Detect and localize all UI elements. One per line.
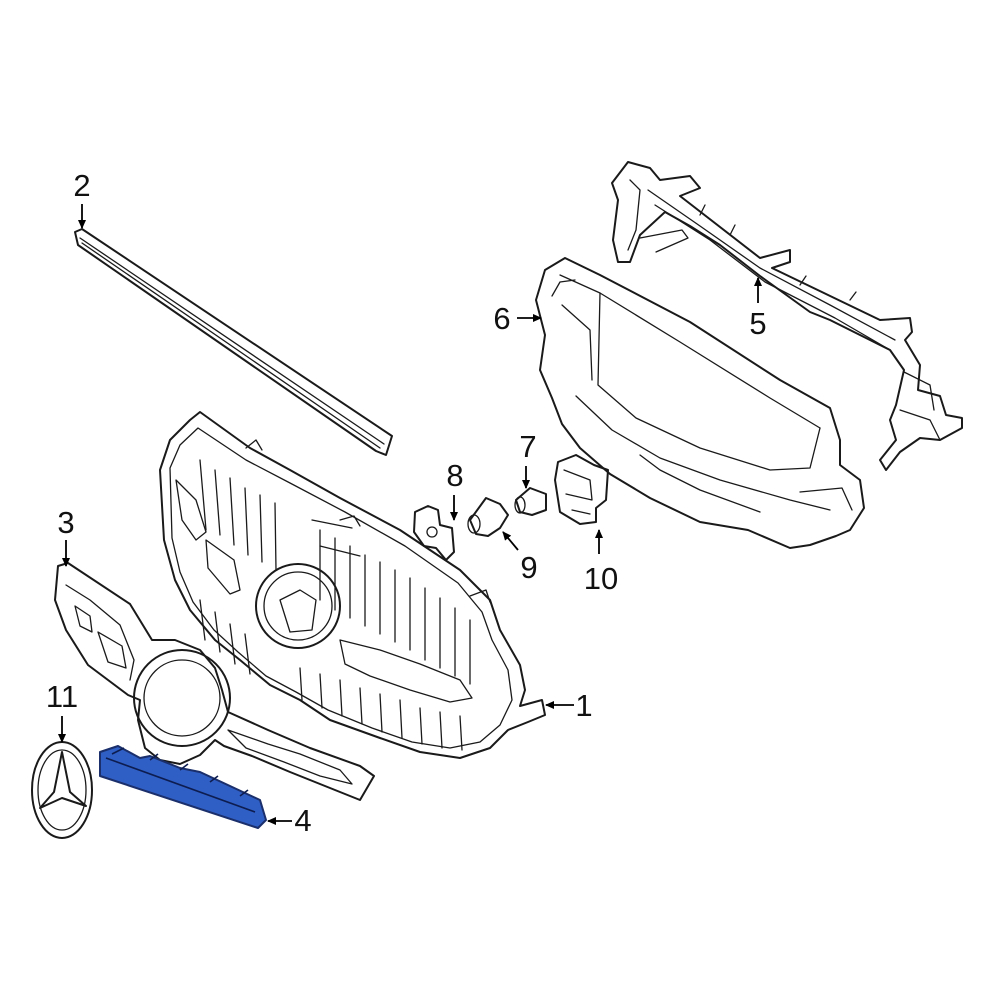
sensor-b[interactable] <box>467 497 509 537</box>
callout-9: 9 <box>520 550 537 585</box>
callout-3: 3 <box>57 505 74 540</box>
callout-7: 7 <box>519 429 536 464</box>
callout-10: 10 <box>584 561 618 596</box>
callout-8: 8 <box>446 458 463 493</box>
callout-labels: 2 3 11 4 1 5 6 7 8 9 10 <box>46 168 767 838</box>
leader-lines <box>58 204 762 825</box>
lower-trim-frame[interactable] <box>54 562 375 801</box>
upper-molding-strip[interactable] <box>74 228 393 456</box>
grille-assembly[interactable] <box>159 411 546 759</box>
callout-1: 1 <box>575 688 592 723</box>
callout-2: 2 <box>73 168 90 203</box>
callout-11: 11 <box>46 679 78 714</box>
emblem-star[interactable] <box>31 741 93 839</box>
callout-6: 6 <box>493 301 510 336</box>
sensor-a[interactable] <box>514 487 547 516</box>
sensor-bracket[interactable] <box>413 505 455 561</box>
radiator-support-shroud[interactable] <box>535 257 865 549</box>
upper-support-bracket[interactable] <box>611 161 963 471</box>
lower-molding-highlighted[interactable] <box>99 745 267 829</box>
mounting-bracket[interactable] <box>554 454 609 525</box>
callout-4: 4 <box>294 803 311 838</box>
callout-5: 5 <box>749 306 766 341</box>
